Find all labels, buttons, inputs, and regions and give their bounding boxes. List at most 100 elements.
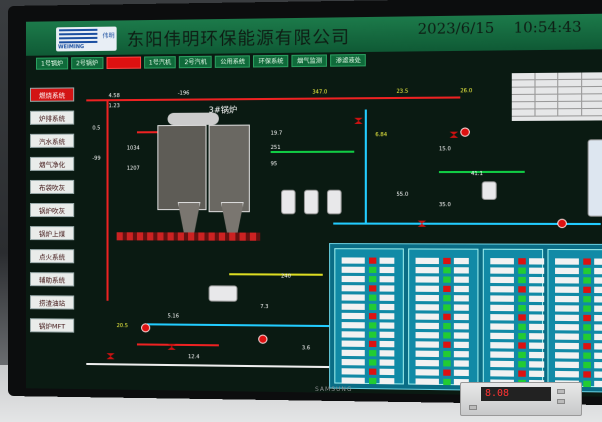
- pump-icon[interactable]: [557, 218, 567, 229]
- tab-leachate[interactable]: 渗滤液处: [330, 54, 367, 67]
- meter-button[interactable]: [557, 399, 565, 404]
- run-button[interactable]: [583, 333, 591, 341]
- control-field: [529, 333, 545, 340]
- pump-icon[interactable]: [258, 334, 268, 344]
- stop-button[interactable]: [368, 257, 377, 264]
- run-button[interactable]: [583, 277, 591, 284]
- tab-boiler-2[interactable]: 2号锅炉: [70, 56, 104, 70]
- stop-button[interactable]: [443, 285, 451, 293]
- pump-icon[interactable]: [141, 323, 151, 333]
- sidebar: 燃烧系统 炉排系统 汽水系统 烟气净化 布袋吹灰 锅炉吹灰 锅炉上煤 点火系统 …: [29, 87, 76, 341]
- stop-button[interactable]: [583, 343, 591, 350]
- stop-button[interactable]: [518, 314, 526, 321]
- run-button[interactable]: [443, 332, 451, 339]
- control-field: [490, 258, 514, 265]
- run-button[interactable]: [518, 351, 526, 359]
- control-field: [415, 378, 439, 385]
- control-field: [490, 267, 514, 274]
- valve-icon[interactable]: [450, 132, 459, 138]
- run-button[interactable]: [443, 360, 451, 367]
- stop-button[interactable]: [583, 258, 591, 265]
- stop-button[interactable]: [443, 369, 451, 376]
- run-button[interactable]: [518, 323, 526, 330]
- stop-button[interactable]: [518, 286, 526, 293]
- valve-icon[interactable]: [354, 118, 362, 124]
- run-button[interactable]: [518, 267, 526, 274]
- run-button[interactable]: [443, 322, 451, 330]
- sidebar-item-coal-feed[interactable]: 锅炉上煤: [29, 226, 75, 241]
- valve-icon[interactable]: [168, 344, 176, 350]
- sidebar-item-steam-water[interactable]: 汽水系统: [29, 133, 75, 148]
- sidebar-item-combustion[interactable]: 燃烧系统: [29, 87, 75, 102]
- stop-button[interactable]: [583, 286, 591, 293]
- run-button[interactable]: [518, 276, 526, 284]
- meter-button[interactable]: [469, 405, 477, 410]
- run-button[interactable]: [518, 295, 526, 302]
- stop-button[interactable]: [583, 314, 591, 322]
- sidebar-item-auxiliary[interactable]: 辅助系统: [29, 272, 75, 287]
- run-button[interactable]: [518, 304, 526, 312]
- run-button[interactable]: [583, 324, 591, 331]
- stop-button[interactable]: [368, 340, 377, 348]
- run-button[interactable]: [368, 266, 377, 274]
- sidebar-item-flue-gas[interactable]: 烟气净化: [29, 156, 75, 171]
- stop-button[interactable]: [368, 313, 377, 320]
- sidebar-item-boiler-blow[interactable]: 锅炉吹灰: [29, 203, 75, 218]
- stop-button[interactable]: [443, 313, 451, 320]
- run-button[interactable]: [583, 352, 591, 359]
- stop-button[interactable]: [518, 342, 526, 349]
- monitor-brand: SAMSUNG: [315, 386, 353, 393]
- control-field: [379, 303, 395, 311]
- sidebar-item-bag-blow[interactable]: 布袋吹灰: [29, 179, 75, 194]
- run-button[interactable]: [368, 359, 377, 366]
- run-button[interactable]: [443, 304, 451, 311]
- run-button[interactable]: [518, 361, 526, 368]
- run-button[interactable]: [443, 378, 451, 386]
- run-button[interactable]: [443, 350, 451, 358]
- run-button[interactable]: [368, 377, 377, 385]
- run-button[interactable]: [518, 333, 526, 340]
- sidebar-item-mft[interactable]: 锅炉MFT: [29, 318, 75, 333]
- stop-button[interactable]: [443, 341, 451, 348]
- tab-boiler-1[interactable]: 1号锅炉: [35, 57, 68, 70]
- run-button[interactable]: [443, 267, 451, 274]
- pipe-red-left: [106, 99, 109, 301]
- tab-turbine-2[interactable]: 2号汽机: [179, 55, 213, 69]
- run-button[interactable]: [583, 267, 591, 275]
- tab-turbine-1[interactable]: 1号汽机: [143, 56, 177, 69]
- run-button[interactable]: [368, 322, 377, 329]
- pump-icon[interactable]: [460, 127, 470, 137]
- run-button[interactable]: [368, 350, 377, 357]
- tab-env-system[interactable]: 环保系统: [253, 54, 289, 68]
- valve-icon[interactable]: [107, 353, 115, 359]
- sidebar-item-ignition[interactable]: 点火系统: [29, 249, 75, 264]
- tab-public-system[interactable]: 公用系统: [215, 55, 251, 68]
- run-button[interactable]: [368, 294, 377, 301]
- stop-button[interactable]: [518, 258, 526, 265]
- run-button[interactable]: [443, 276, 451, 283]
- control-field: [594, 305, 602, 312]
- control-field: [453, 267, 469, 274]
- meter-button[interactable]: [557, 389, 565, 394]
- control-field: [490, 351, 514, 358]
- sidebar-item-slag-oil[interactable]: 捞渣油站: [29, 295, 75, 310]
- run-button[interactable]: [368, 331, 377, 338]
- sidebar-item-grate[interactable]: 炉排系统: [29, 110, 75, 125]
- stop-button[interactable]: [443, 257, 451, 265]
- stop-button[interactable]: [518, 370, 526, 377]
- run-button[interactable]: [443, 295, 451, 302]
- stop-button[interactable]: [368, 285, 377, 292]
- run-button[interactable]: [583, 305, 591, 312]
- run-button[interactable]: [583, 380, 591, 388]
- tab-alarm[interactable]: [106, 56, 141, 70]
- control-field: [529, 370, 545, 378]
- stop-button[interactable]: [368, 368, 377, 375]
- readout: 35.0: [438, 202, 451, 209]
- run-button[interactable]: [583, 361, 591, 369]
- run-button[interactable]: [368, 303, 377, 311]
- run-button[interactable]: [583, 296, 591, 303]
- run-button[interactable]: [368, 276, 377, 283]
- stop-button[interactable]: [583, 371, 591, 378]
- control-field: [415, 341, 439, 348]
- tab-flue-gas[interactable]: 烟气监测: [291, 54, 328, 68]
